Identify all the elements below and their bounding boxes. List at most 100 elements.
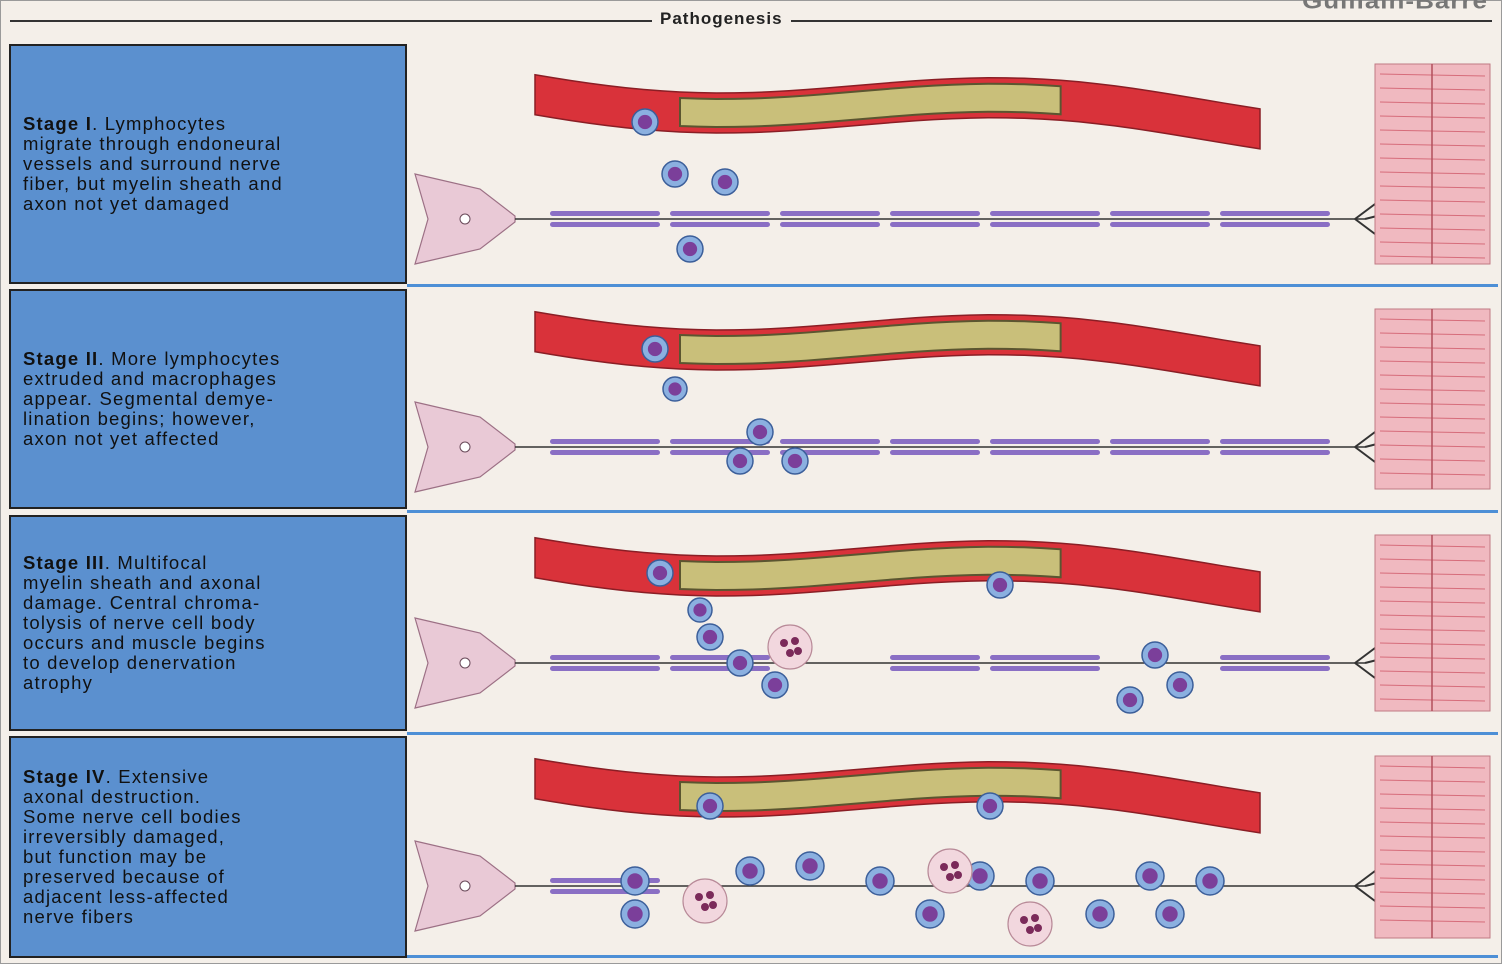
macrophage-granule (786, 649, 794, 657)
lymphocyte-nucleus (647, 341, 663, 357)
lymphocyte-nucleus (922, 906, 938, 922)
vessel-lumen (679, 82, 1062, 128)
lymphocyte-nucleus (732, 453, 748, 469)
myelin-segment (990, 439, 1100, 444)
myelin-segment (670, 211, 770, 216)
myelin-segment (990, 211, 1100, 216)
lymphocyte-nucleus (668, 382, 682, 396)
lymphocyte-nucleus (702, 798, 718, 814)
myelin-segment (890, 666, 980, 671)
stage-4-heading: Stage IV (23, 766, 106, 787)
lymphocyte-nucleus (742, 863, 758, 879)
panel-rule-3 (407, 732, 1498, 735)
lymphocyte-nucleus (992, 577, 1008, 593)
myelin-segment (670, 439, 770, 444)
lymphocyte-nucleus (732, 655, 748, 671)
lymphocyte-nucleus (1172, 677, 1188, 693)
myelin-segment (890, 211, 980, 216)
myelin-segment (670, 450, 770, 455)
myelin-segment (550, 439, 660, 444)
figure-title: Pathogenesis (652, 9, 791, 29)
neuron-nucleus (459, 441, 471, 453)
stage-2-box: Stage II. More lymphocytes extruded and … (9, 289, 407, 509)
stage-1-text: . Lymphocytes migrate through endoneural… (23, 113, 283, 214)
lymphocyte-nucleus (1202, 873, 1218, 889)
myelin-segment (890, 655, 980, 660)
myelin-segment (550, 450, 660, 455)
macrophage-granule (780, 639, 788, 647)
macrophage-granule (791, 637, 799, 645)
lymphocyte-nucleus (802, 858, 818, 874)
myelin-segment (1220, 222, 1330, 227)
lymphocyte-nucleus (982, 798, 998, 814)
panel-rule-2 (407, 510, 1498, 513)
macrophage-granule (1031, 914, 1039, 922)
stage-2-heading: Stage II (23, 348, 99, 369)
myelin-segment (670, 655, 770, 660)
macrophage-granule (695, 893, 703, 901)
lymphocyte-nucleus (702, 629, 718, 645)
stage-3-svg (414, 534, 1491, 714)
neuron-nucleus (459, 213, 471, 225)
myelin-segment (990, 222, 1100, 227)
macrophage-granule (946, 873, 954, 881)
myelin-segment (990, 666, 1100, 671)
myelin-segment (670, 666, 770, 671)
lymphocyte-nucleus (787, 453, 803, 469)
myelin-segment (1220, 450, 1330, 455)
stage-3-text: . Multifocal myelin sheath and axonal da… (23, 552, 266, 693)
lymphocyte-nucleus (652, 565, 668, 581)
vessel-lumen (679, 319, 1062, 365)
lymphocyte-nucleus (1122, 692, 1138, 708)
lymphocyte-nucleus (1162, 906, 1178, 922)
macrophage-granule (1034, 924, 1042, 932)
myelin-segment (1110, 222, 1210, 227)
myelin-segment (670, 222, 770, 227)
macrophage-granule (794, 647, 802, 655)
panel-rule-4 (407, 955, 1498, 958)
corner-label: Guillain-Barré (1302, 0, 1488, 14)
myelin-segment (550, 655, 660, 660)
stage-4-svg (414, 755, 1491, 947)
vessel-lumen (679, 766, 1062, 812)
macrophage (682, 878, 728, 924)
macrophage-granule (701, 903, 709, 911)
myelin-segment (890, 439, 980, 444)
neuron-nucleus (459, 880, 471, 892)
myelin-segment (550, 222, 660, 227)
myelin-segment (1220, 655, 1330, 660)
lymphocyte-nucleus (637, 114, 653, 130)
lymphocyte-nucleus (1092, 906, 1108, 922)
lymphocyte-nucleus (972, 868, 988, 884)
lymphocyte-nucleus (627, 906, 643, 922)
myelin-segment (990, 450, 1100, 455)
panel-rule-1 (407, 284, 1498, 287)
macrophage-granule (1020, 916, 1028, 924)
myelin-segment (1220, 439, 1330, 444)
stage-4-description: Stage IV. Extensive axonal destruction. … (11, 767, 252, 927)
macrophage-granule (1026, 926, 1034, 934)
lymphocyte-nucleus (717, 174, 733, 190)
myelin-segment (550, 211, 660, 216)
macrophage-granule (940, 863, 948, 871)
lymphocyte-nucleus (752, 424, 768, 440)
myelin-segment (780, 439, 880, 444)
lymphocyte-nucleus (767, 677, 783, 693)
myelin-segment (1220, 666, 1330, 671)
myelin-segment (550, 666, 660, 671)
stage-3-illustration (410, 515, 1498, 731)
stage-3-description: Stage III. Multifocal myelin sheath and … (11, 553, 276, 693)
vessel-lumen (679, 545, 1062, 591)
stage-3-heading: Stage III (23, 552, 105, 573)
stage-2-illustration (410, 289, 1498, 509)
myelin-segment (1110, 211, 1210, 216)
stage-1-svg (414, 63, 1491, 265)
stage-1-description: Stage I. Lymphocytes migrate through end… (11, 114, 293, 214)
myelin-segment (1220, 211, 1330, 216)
neuron-nucleus (459, 657, 471, 669)
stage-3-box: Stage III. Multifocal myelin sheath and … (9, 515, 407, 731)
stage-2-svg (414, 308, 1491, 493)
macrophage (1007, 901, 1053, 947)
lymphocyte-nucleus (627, 873, 643, 889)
macrophage-granule (709, 901, 717, 909)
